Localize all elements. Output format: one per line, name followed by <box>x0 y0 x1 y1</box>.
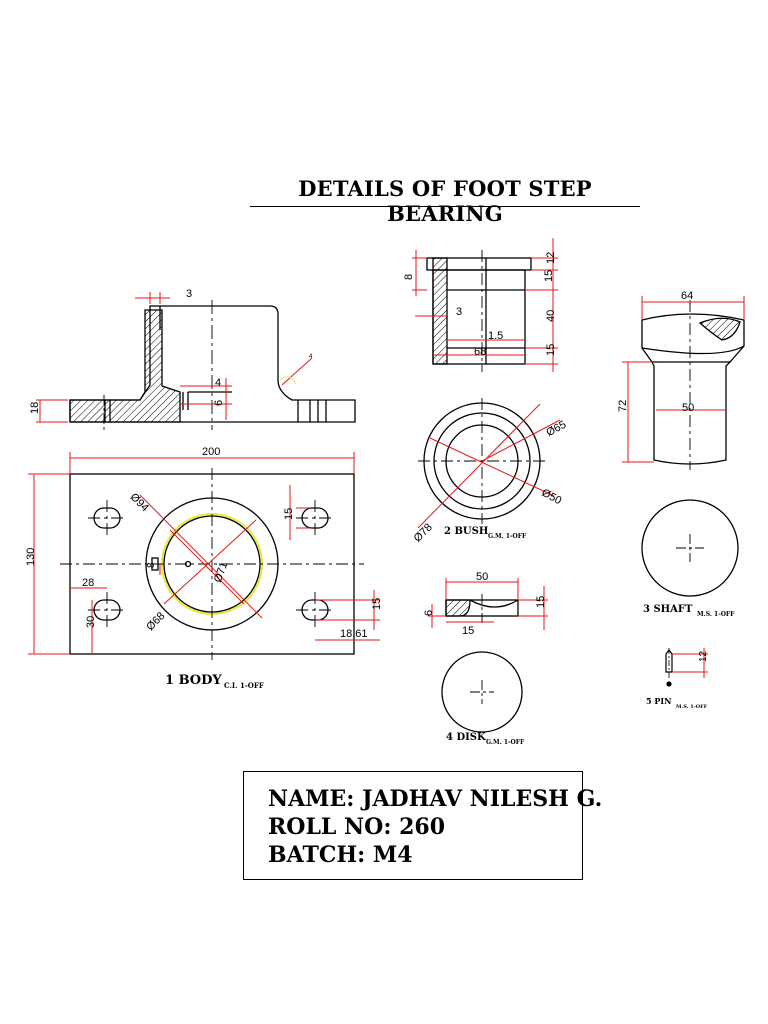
part-label-shaft: 3 SHAFT <box>643 604 693 615</box>
student-roll: ROLL NO: 260 <box>268 814 446 840</box>
title-underline <box>250 206 640 207</box>
dim-bush-1-5: 1.5 <box>488 330 503 342</box>
part-label-body: 1 BODY <box>165 673 222 688</box>
body-top-dims <box>28 452 380 655</box>
pin-dims <box>672 648 708 678</box>
dim-pin-12: 12 <box>698 650 709 662</box>
dim-bush-12: 12 <box>545 252 557 264</box>
part-spec-disk: G.M. 1-OFF <box>486 739 525 746</box>
body-top-view <box>60 468 364 660</box>
student-name: NAME: JADHAV NILESH G. <box>268 786 603 812</box>
dim-shaft-50: 50 <box>682 402 694 414</box>
dim-bush-15a: 15 <box>543 270 555 282</box>
bush-front-dims <box>412 238 558 372</box>
dim-body-3: 3 <box>186 288 192 300</box>
dim-bush-40: 40 <box>545 310 557 322</box>
body-front-view <box>69 300 356 430</box>
bush-front-view <box>426 250 532 372</box>
dim-disk-50: 50 <box>476 571 488 583</box>
dim-bush-dia50: Ø50 <box>539 487 563 507</box>
body-front-dims <box>36 292 313 423</box>
dim-shaft-64: 64 <box>681 290 693 302</box>
dim-body-8: 8 <box>146 562 157 568</box>
part-label-pin: 5 PIN <box>646 696 671 706</box>
dim-body-18: 18 <box>29 402 41 414</box>
shaft-top-view <box>641 499 739 597</box>
part-spec-shaft: M.S. 1-OFF <box>697 611 735 618</box>
student-info-box: NAME: JADHAV NILESH G. ROLL NO: 260 BATC… <box>243 771 602 880</box>
shaft-dims <box>622 296 745 463</box>
part-label-bush: 2 BUSH <box>444 526 488 537</box>
dim-body-200: 200 <box>202 446 220 458</box>
part-spec-body: C.I. 1-OFF <box>224 681 264 690</box>
dim-bush-68: 68 <box>474 346 486 358</box>
dim-body-15a: 15 <box>283 508 295 520</box>
student-batch: BATCH: M4 <box>268 842 413 868</box>
dim-body-weld: 4 <box>309 354 313 360</box>
dim-body-15b: 15 <box>371 598 383 610</box>
dim-body-4: 4 <box>215 377 221 389</box>
part-spec-bush: G.M. 1-OFF <box>488 533 527 540</box>
shaft-front-view <box>641 300 745 470</box>
dim-shaft-72: 72 <box>617 400 629 412</box>
part-spec-pin: M.S. 1-OFF <box>676 704 708 710</box>
dim-body-6: 6 <box>213 400 225 406</box>
dim-body-1861: 18.61 <box>340 628 368 640</box>
dim-body-dia94: Ø94 <box>128 491 151 514</box>
dim-body-28: 28 <box>82 577 94 589</box>
dim-disk-15a: 15 <box>535 596 547 608</box>
dim-bush-15b: 15 <box>545 344 557 356</box>
disk-dims <box>428 578 548 630</box>
dim-bush-8: 8 <box>403 274 415 280</box>
dim-bush-dia78: Ø78 <box>412 521 435 544</box>
disk-top-view <box>441 651 523 733</box>
disk-front-view <box>445 594 519 624</box>
part-label-disk: 4 DISK <box>446 732 486 743</box>
dim-bush-3: 3 <box>456 306 462 318</box>
dim-body-30: 30 <box>85 616 97 628</box>
dim-body-dia68: Ø68 <box>144 610 167 633</box>
dim-bush-dia65: Ø65 <box>544 419 568 439</box>
dim-disk-6: 6 <box>423 610 435 616</box>
pin-view <box>665 648 673 687</box>
dim-disk-15b: 15 <box>462 625 474 637</box>
bush-top-dims <box>417 403 561 529</box>
drawing-title: DETAILS OF FOOT STEP BEARING <box>298 176 592 226</box>
dim-body-130: 130 <box>25 548 37 566</box>
